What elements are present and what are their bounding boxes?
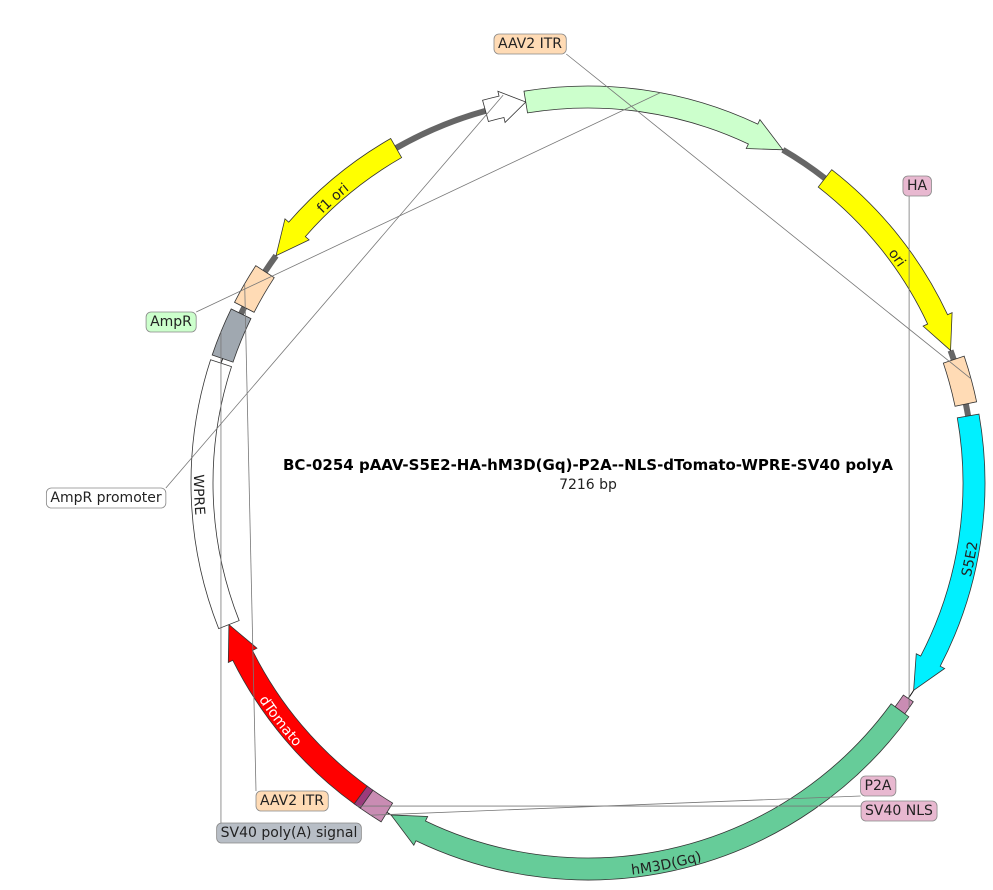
feature-wpre[interactable] xyxy=(190,359,240,630)
callout-itr1[interactable]: AAV2 ITR xyxy=(493,33,972,380)
callout-text: AAV2 ITR xyxy=(498,36,562,52)
callout-layer: AAV2 ITR HA P2A SV40 NLS SV40 poly(A) signal… xyxy=(45,33,972,844)
callout-line xyxy=(244,283,257,792)
feature-label-s5e2: S5E2 xyxy=(959,540,982,578)
backbone-segment xyxy=(262,253,279,274)
callout-itr2[interactable]: AAV2 ITR xyxy=(244,283,329,812)
feature-ori[interactable] xyxy=(817,169,953,352)
callout-text: SV40 poly(A) signal xyxy=(221,825,358,841)
callout-ha[interactable]: HA xyxy=(902,175,932,708)
callout-text: HA xyxy=(907,178,928,194)
callout-line xyxy=(165,94,504,489)
feature-ampr[interactable] xyxy=(523,85,784,151)
plasmid-title: BC-0254 pAAV-S5E2-HA-hM3D(Gq)-P2A--NLS-d… xyxy=(283,456,893,474)
feature-itr1[interactable] xyxy=(942,355,978,407)
callout-box xyxy=(860,775,897,797)
callout-text: AmpR promoter xyxy=(50,490,161,506)
callout-p2a[interactable]: P2A xyxy=(370,775,897,816)
callout-line xyxy=(566,53,972,380)
feature-s5e2[interactable] xyxy=(913,413,986,692)
callout-amprpromoter[interactable]: AmpR promoter xyxy=(45,94,504,509)
feature-itr2[interactable] xyxy=(233,265,275,313)
callout-box xyxy=(860,800,938,822)
feature-f1ori[interactable] xyxy=(275,137,403,257)
feature-amprpromoter[interactable] xyxy=(482,90,527,124)
callout-box xyxy=(902,175,932,197)
callout-sv40nls[interactable]: SV40 NLS xyxy=(357,800,938,822)
callout-box xyxy=(145,311,197,333)
callout-box xyxy=(255,790,329,812)
callout-text: P2A xyxy=(865,778,892,794)
callout-line xyxy=(370,795,861,816)
callout-line xyxy=(196,92,661,313)
callout-text: SV40 NLS xyxy=(865,803,933,819)
backbone-segment xyxy=(781,147,827,181)
callout-sv40polya[interactable]: SV40 poly(A) signal xyxy=(216,331,362,844)
feature-dtomato[interactable] xyxy=(227,623,368,805)
backbone-segment xyxy=(947,349,957,361)
backbone-segment xyxy=(238,305,247,316)
callout-box xyxy=(493,33,567,55)
backbone-segment xyxy=(962,403,972,417)
plasmid-length: 7216 bp xyxy=(559,477,617,493)
callout-ampr[interactable]: AmpR xyxy=(145,92,661,333)
callout-text: AAV2 ITR xyxy=(260,793,324,809)
callout-box xyxy=(45,487,167,509)
callout-text: AmpR xyxy=(150,314,192,330)
feature-hm3dgq[interactable] xyxy=(390,703,910,881)
callout-box xyxy=(216,822,362,844)
backbone-layer xyxy=(238,107,972,417)
feature-label-wpre: WPRE xyxy=(190,474,207,515)
feature-sv40polya[interactable] xyxy=(211,308,252,363)
backbone-segment xyxy=(394,107,487,151)
